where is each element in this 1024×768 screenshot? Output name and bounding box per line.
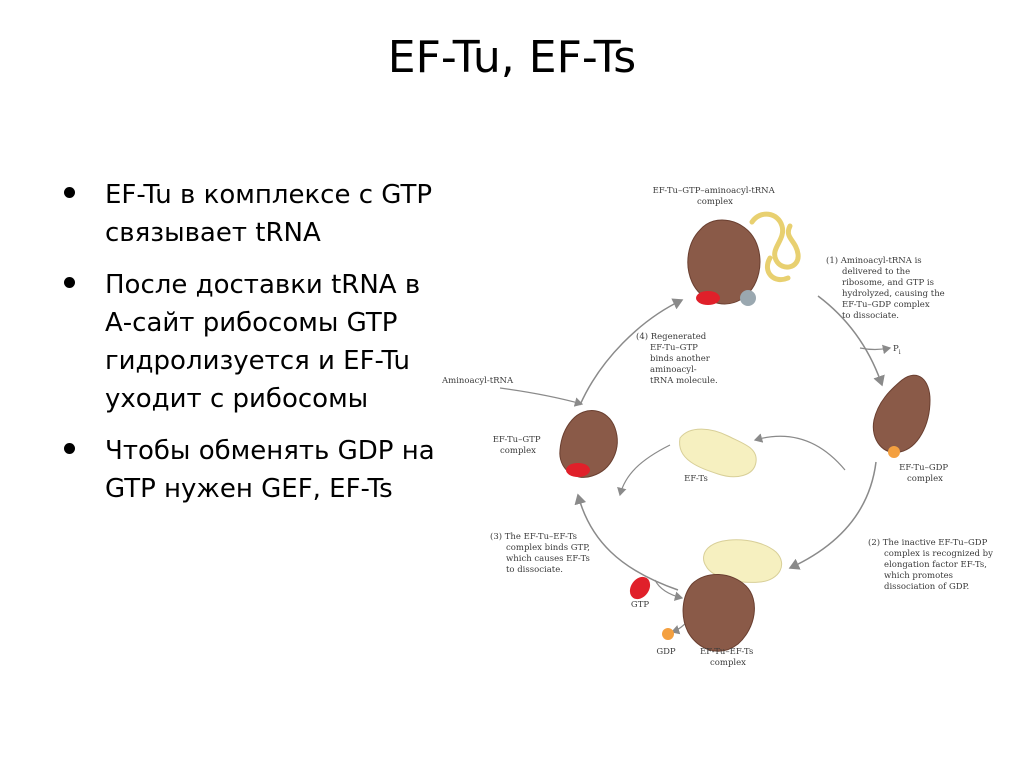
arrow-efts-release — [620, 445, 670, 495]
label-step4: (4) Regenerated EF-Tu–GTP binds another … — [636, 331, 718, 386]
label-aminoacyl-trna: Aminoacyl-tRNA — [441, 376, 514, 386]
bullet-text: EF-Tu в комплексе с GTP связывает tRNA — [105, 180, 432, 248]
eftu-protein — [683, 574, 754, 651]
gtp-red-shape — [696, 291, 720, 305]
eftu-cycle-svg: EF-Tu–GTP–aminoacyl-tRNA complex (1) Ami… — [430, 172, 1005, 692]
bullet-list: EF-Tu в комплексе с GTP связывает tRNA П… — [62, 176, 452, 522]
arrow-aminoacyl-trna — [500, 388, 582, 404]
label-efts: EF-Ts — [684, 474, 708, 484]
label-eftu-gdp: EF-Tu–GDP complex — [899, 463, 951, 484]
label-eftu-efts: EF-Tu–EF-Ts complex — [700, 647, 756, 668]
arrow-efts-bind — [755, 436, 845, 470]
bullet-item: После доставки tRNA в А-сайт рибосомы GT… — [62, 266, 452, 418]
bullet-text: После доставки tRNA в А-сайт рибосомы GT… — [105, 270, 420, 414]
label-step1: (1) Aminoacyl-tRNA is delivered to the r… — [826, 255, 947, 321]
eftu-efts-complex — [683, 540, 782, 651]
phosphate-sphere — [740, 290, 756, 306]
bullet-dot-icon — [64, 187, 75, 198]
label-gdp: GDP — [656, 647, 676, 657]
label-gtp: GTP — [631, 600, 649, 610]
bullet-item: EF-Tu в комплексе с GTP связывает tRNA — [62, 176, 452, 252]
bullet-dot-icon — [64, 443, 75, 454]
eftu-gtp-trna-complex — [688, 214, 798, 306]
arrow-step2 — [790, 462, 876, 568]
efts-protein — [680, 429, 757, 477]
bullet-dot-icon — [64, 277, 75, 288]
gtp-red-shape — [566, 463, 590, 477]
eftu-cycle-diagram: EF-Tu–GTP–aminoacyl-tRNA complex (1) Ami… — [430, 172, 1005, 692]
gtp-red-shape — [626, 573, 655, 603]
label-step2: (2) The inactive EF-Tu–GDP complex is re… — [868, 537, 996, 592]
eftu-protein — [873, 375, 930, 452]
gdp-orange-sphere — [662, 628, 674, 640]
gdp-orange-sphere — [888, 446, 900, 458]
bullet-item: Чтобы обменять GDP на GTP нужен GEF, EF-… — [62, 432, 452, 508]
label-eftu-gtp: EF-Tu–GTP complex — [493, 435, 544, 456]
label-pi: Pi — [893, 344, 901, 356]
bullet-text: Чтобы обменять GDP на GTP нужен GEF, EF-… — [105, 436, 435, 504]
arrow-step3 — [578, 495, 678, 590]
slide-title: EF-Tu, EF-Ts — [0, 32, 1024, 83]
label-step3: (3) The EF-Tu–EF-Ts complex binds GTP, w… — [490, 531, 593, 575]
arrow-pi-release — [860, 348, 890, 350]
eftu-gdp-complex — [873, 375, 930, 458]
eftu-gtp-complex — [560, 411, 617, 478]
label-complex-top: EF-Tu–GTP–aminoacyl-tRNA complex — [653, 186, 778, 207]
